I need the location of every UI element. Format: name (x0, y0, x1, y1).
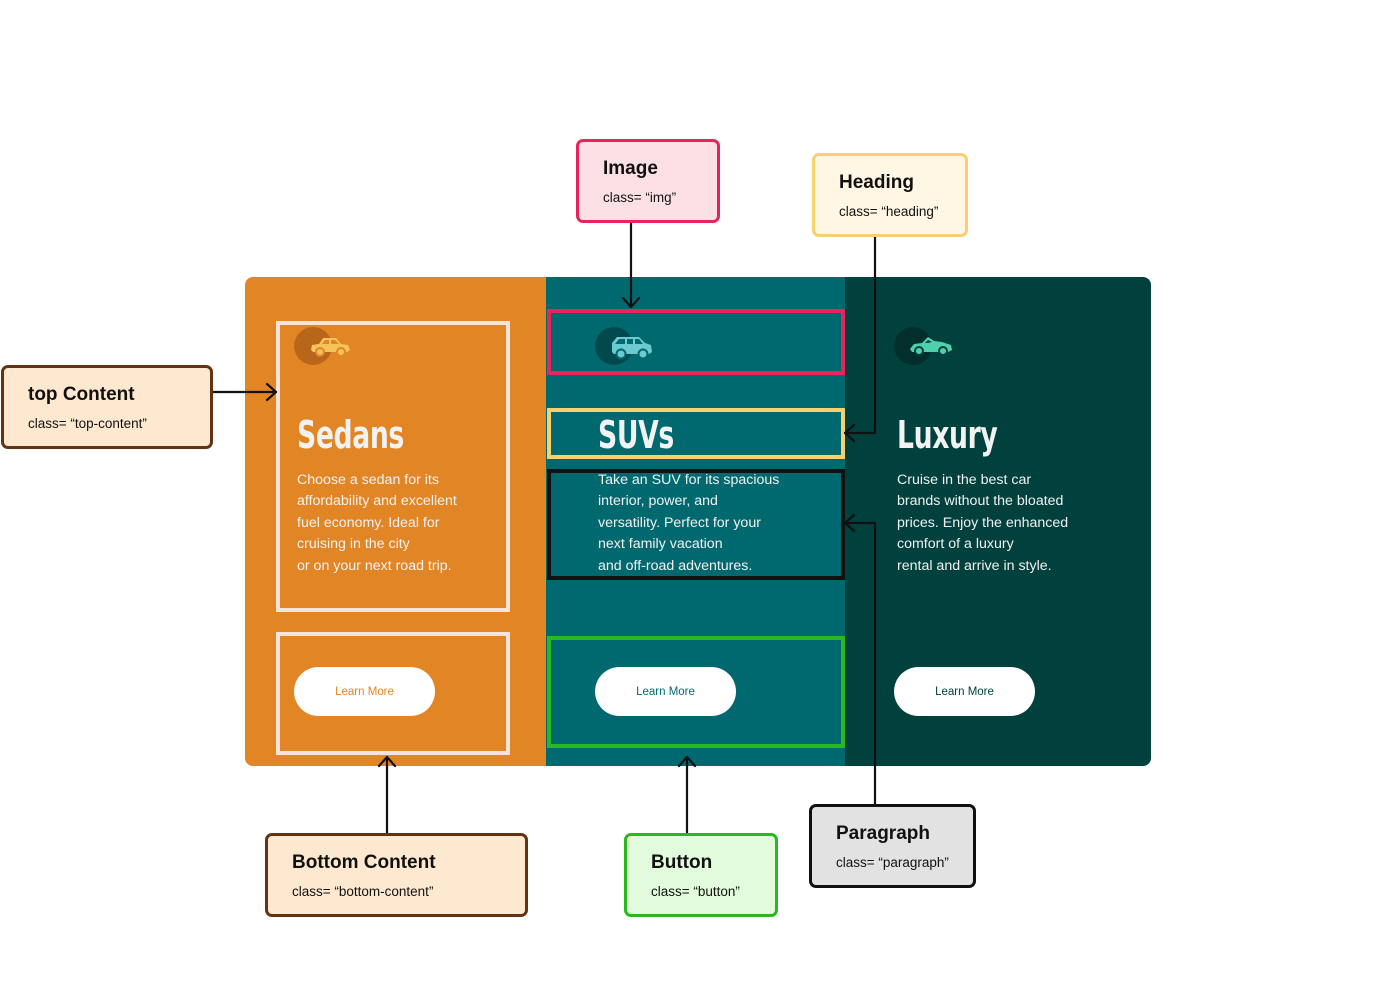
button-callout: Button class= “button” (624, 833, 778, 917)
heading-callout: Heading class= “heading” (812, 153, 968, 237)
callout-title: top Content (28, 384, 135, 405)
button-arrow-head (677, 755, 697, 768)
card-suvs: SUVs Take an SUV for its spacious interi… (546, 277, 845, 766)
sedan-car-icon (311, 338, 350, 357)
suv-car-icon (612, 337, 652, 360)
paragraph-line: interior, power, and (598, 493, 718, 510)
paragraph-arrow-line (843, 521, 877, 807)
callout-title: Heading (839, 172, 914, 193)
callout-title: Image (603, 158, 658, 179)
heading-arrow-line (843, 234, 877, 435)
card-paragraph: Cruise in the best car brands without th… (897, 470, 1102, 577)
learn-more-button[interactable]: Learn More (595, 667, 736, 716)
paragraph-line: and off-road adventures. (598, 557, 753, 574)
paragraph-line: next family vacation (598, 536, 723, 553)
bottom-content-callout: Bottom Content class= “bottom-content” (265, 833, 528, 917)
paragraph-line: rental and arrive in style. (897, 557, 1052, 574)
paragraph-line: Take an SUV for its spacious (598, 472, 780, 488)
card-paragraph: Take an SUV for its spacious interior, p… (598, 470, 803, 577)
callout-title: Button (651, 852, 713, 873)
card-paragraph: Choose a sedan for its affordability and… (297, 470, 502, 577)
paragraph-line: brands without the bloated (897, 493, 1064, 510)
top-content-callout: top Content class= “top-content” (1, 365, 213, 449)
paragraph-arrow-head (843, 513, 856, 533)
learn-more-button[interactable]: Learn More (894, 667, 1035, 716)
paragraph-line: versatility. Perfect for your (598, 514, 761, 531)
paragraph-line: prices. Enjoy the enhanced (897, 514, 1069, 531)
card-luxury: Luxury Cruise in the best car brands wit… (845, 277, 1151, 766)
card-heading: Sedans (297, 413, 404, 457)
card-image (894, 327, 960, 365)
card-sedans: Sedans Choose a sedan for its affordabil… (245, 277, 546, 766)
paragraph-line: comfort of a luxury (897, 536, 1014, 553)
bottom-content-arrow-head (377, 755, 397, 768)
callout-class: class= “heading” (839, 204, 939, 219)
paragraph-callout: Paragraph class= “paragraph” (809, 804, 976, 888)
callout-class: class= “paragraph” (836, 855, 949, 870)
callout-title: Bottom Content (292, 852, 436, 873)
paragraph-line: cruising in the city (297, 536, 410, 553)
image-callout: Image class= “img” (576, 139, 720, 223)
card-heading: Luxury (897, 413, 998, 457)
paragraph-line: or on your next road trip. (297, 557, 452, 574)
heading-arrow-head (843, 423, 856, 443)
callout-class: class= “img” (603, 190, 677, 205)
image-arrow-head (621, 296, 641, 309)
paragraph-line: fuel economy. Ideal for (297, 514, 440, 531)
learn-more-button[interactable]: Learn More (294, 667, 435, 716)
card-image (294, 327, 360, 365)
card-heading: SUVs (598, 413, 674, 457)
card-image (595, 327, 661, 365)
luxury-car-icon (910, 337, 952, 356)
paragraph-line: Cruise in the best car (897, 472, 1032, 488)
callout-class: class= “bottom-content” (292, 884, 434, 899)
feature-cards: Sedans Choose a sedan for its affordabil… (245, 277, 1151, 766)
callout-class: class= “top-content” (28, 416, 147, 431)
paragraph-line: affordability and excellent (297, 493, 457, 510)
top-content-arrow-head (265, 382, 278, 402)
callout-title: Paragraph (836, 823, 930, 844)
paragraph-line: Choose a sedan for its (297, 472, 439, 488)
callout-class: class= “button” (651, 884, 740, 899)
